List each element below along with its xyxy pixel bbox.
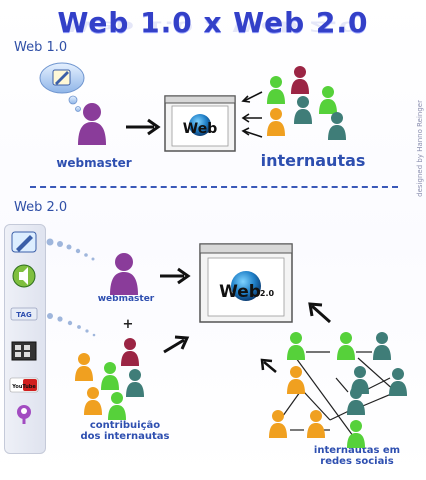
edit-icon: [12, 232, 36, 252]
person-icon: [126, 369, 144, 397]
audio-icon: [13, 265, 35, 287]
youtube-icon-text: YouTube: [11, 384, 36, 390]
person-icon: [347, 420, 365, 448]
podcast-icon: [17, 405, 31, 424]
web1-browser-window: Web: [165, 96, 235, 151]
social-network-people: [269, 332, 407, 448]
person-icon: [294, 96, 312, 124]
person-icon: [337, 332, 355, 360]
film-icon: [12, 342, 36, 360]
edit-icon: [53, 70, 70, 85]
person-icon: [84, 387, 102, 415]
tag-icon: TAG: [11, 308, 37, 320]
person-icon: [287, 366, 305, 394]
person-icon: [389, 368, 407, 396]
web1-arrow-right-icon: [126, 120, 158, 134]
web2-browser-text: Web: [219, 282, 261, 302]
person-icon: [287, 332, 305, 360]
web2-webmaster-icon: [110, 253, 138, 295]
person-icon: [108, 392, 126, 420]
sidebar-trail-upper: [47, 239, 95, 261]
web2-browser-version: 2.0: [260, 289, 275, 298]
youtube-icon: YouTube: [10, 378, 38, 392]
person-icon: [75, 353, 93, 381]
web2-browser-window: Web 2.0: [200, 244, 292, 322]
social-arrow-icon: [310, 304, 330, 322]
web1-thought-bubble: [40, 63, 84, 112]
person-icon: [101, 362, 119, 390]
person-icon: [319, 86, 337, 114]
person-icon: [291, 66, 309, 94]
person-icon: [267, 108, 285, 136]
web1-incoming-arrows: [243, 92, 262, 137]
web1-internautas-group: [267, 66, 346, 140]
web2-arrow-right-icon: [160, 269, 188, 283]
tag-icon-text: TAG: [16, 311, 32, 319]
person-icon: [267, 76, 285, 104]
social-network-links: [280, 352, 396, 440]
person-icon: [307, 410, 325, 438]
network-arrow-icon: [262, 360, 276, 372]
sidebar-trail-lower: [47, 313, 95, 336]
person-icon: [328, 112, 346, 140]
contribution-arrow-icon: [164, 337, 187, 352]
web1-browser-text: Web: [183, 121, 217, 137]
person-icon: [373, 332, 391, 360]
contributors-group: [75, 338, 144, 420]
web1-webmaster-icon: [78, 103, 106, 145]
person-icon: [121, 338, 139, 366]
